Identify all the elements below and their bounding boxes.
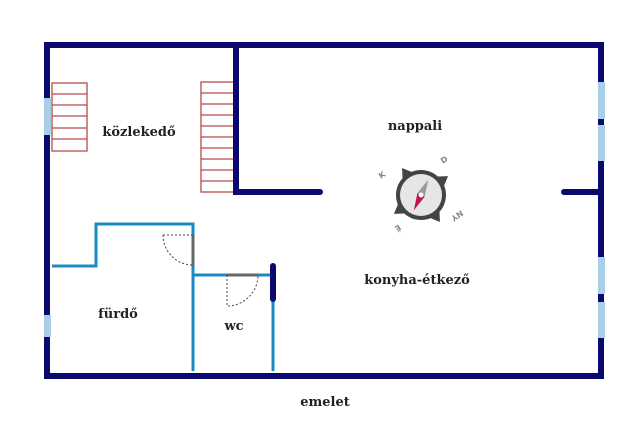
compass-south: D [439, 154, 450, 165]
room-label-kitchen: konyha-étkező [364, 273, 470, 288]
door-bathroom [162, 234, 195, 266]
compass-icon: D K É NY [377, 154, 465, 235]
room-label-bathroom: fürdő [98, 307, 138, 322]
outer-walls [44, 42, 604, 379]
room-label-living: nappali [388, 119, 442, 134]
room-label-wc: wc [223, 319, 243, 334]
compass-north: É [393, 223, 404, 235]
partition-walls [52, 222, 275, 371]
compass-west: NY [449, 208, 465, 223]
compass-east: K [377, 169, 388, 180]
stairs-left [51, 82, 88, 152]
windows [44, 82, 605, 338]
door-wc [226, 273, 259, 307]
stairs-right [200, 81, 235, 193]
floor-label: emelet [300, 395, 350, 410]
room-label-hallway: közlekedő [102, 125, 176, 140]
